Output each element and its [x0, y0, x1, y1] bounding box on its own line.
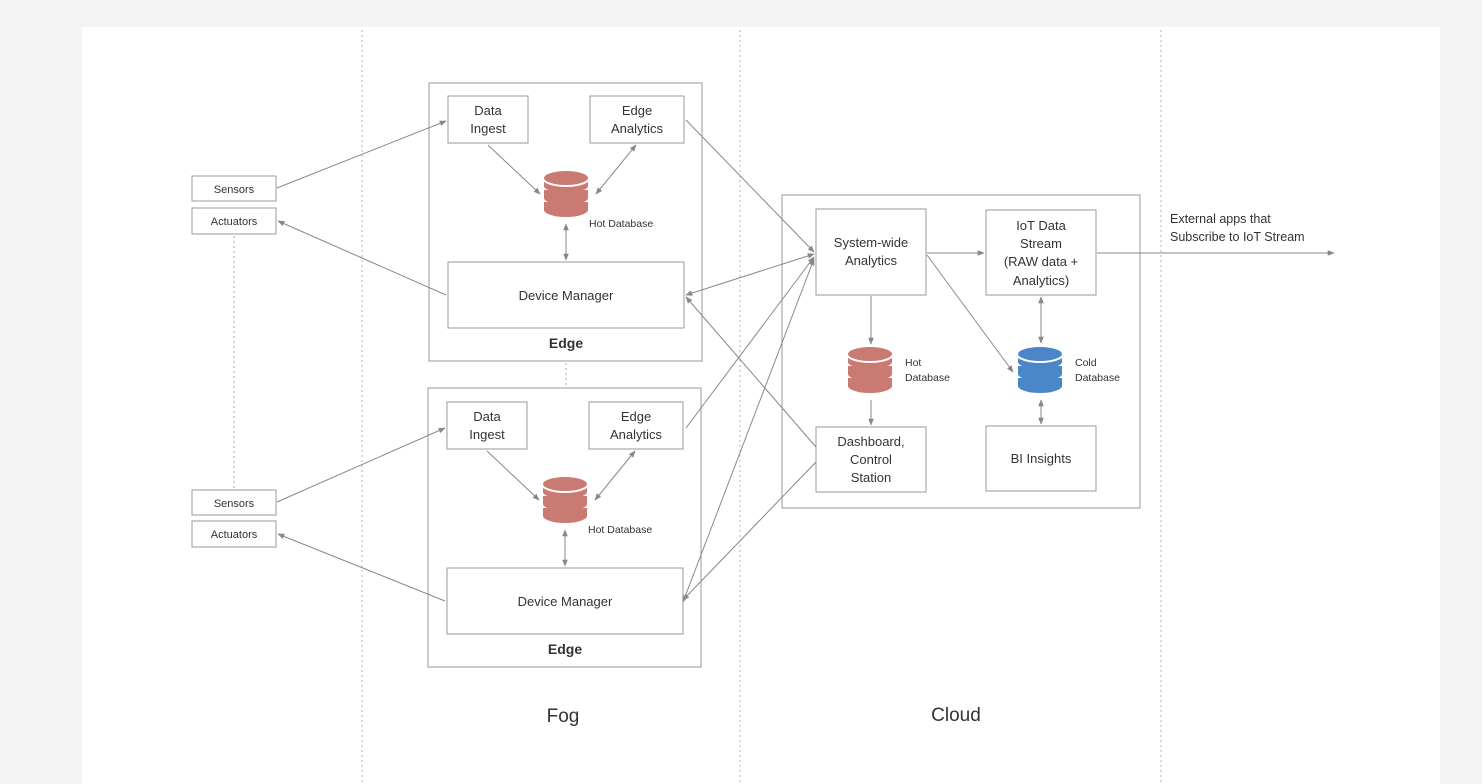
- system-wide-analytics-box: [815, 208, 927, 296]
- edge1-data-ingest-line2: Ingest: [470, 121, 506, 136]
- dm2-system-arrow: [682, 258, 815, 603]
- sensors-box-1: [191, 175, 277, 202]
- edge1-hot-database-label: Hot Database: [589, 218, 653, 230]
- db-analytics2-arrow: [594, 450, 636, 501]
- edge2-data-ingest-line2: Ingest: [469, 427, 505, 442]
- analytics1-to-system-arrow: [685, 119, 815, 253]
- ingest1-to-db-arrow: [487, 144, 541, 195]
- edge2-analytics-box: [588, 401, 684, 450]
- cold-db-line1: Cold: [1075, 357, 1097, 369]
- cloud-zone-label: Cloud: [931, 705, 981, 726]
- dashboard-to-dm1-arrow: [685, 296, 817, 448]
- actuators-label-1: Actuators: [211, 216, 258, 228]
- edge2-device-manager-box: [446, 567, 684, 635]
- sensors1-to-ingest-arrow: [276, 120, 447, 189]
- cloud-hot-db-line1: Hot: [905, 357, 921, 369]
- dashboard-line1: Dashboard,: [837, 434, 904, 449]
- ingest2-to-db-arrow: [486, 450, 540, 501]
- edge1-analytics-box: [589, 95, 685, 144]
- edge2-analytics-line2: Analytics: [610, 427, 663, 442]
- iot-stream-line1: IoT Data: [1016, 218, 1066, 233]
- db-analytics1-arrow: [595, 144, 637, 195]
- edge2-device-manager-label: Device Manager: [518, 594, 613, 609]
- external-apps-line2: Subscribe to IoT Stream: [1170, 230, 1305, 244]
- cloud-hot-db-line2: Database: [905, 372, 950, 384]
- dashboard-control-station-box: [815, 426, 927, 493]
- actuators-box-1: [191, 207, 277, 235]
- edge1-device-manager-label: Device Manager: [519, 288, 614, 303]
- edge1-hot-database-icon: [542, 169, 590, 219]
- edge1-title: Edge: [549, 335, 583, 351]
- cloud-hot-database-icon: [846, 345, 894, 395]
- sensors-box-2: [191, 489, 277, 516]
- edge1-analytics-line1: Edge: [622, 103, 652, 118]
- external-apps-line1: External apps that: [1170, 212, 1271, 226]
- iot-data-stream-box: [985, 209, 1097, 296]
- bi-insights-label: BI Insights: [1011, 451, 1072, 466]
- edge-1-container: [428, 82, 703, 362]
- edge1-data-ingest-line1: Data: [474, 103, 502, 118]
- sensors2-to-ingest-arrow: [276, 427, 446, 503]
- dm1-system-arrow: [685, 253, 815, 296]
- edge2-analytics-line1: Edge: [621, 409, 651, 424]
- system-analytics-line2: Analytics: [845, 253, 898, 268]
- system-to-colddb-arrow: [926, 254, 1014, 373]
- edge2-title: Edge: [548, 641, 582, 657]
- fog-zone-label: Fog: [547, 706, 580, 727]
- dashboard-line2: Control: [850, 452, 892, 467]
- edge2-hot-database-label: Hot Database: [588, 524, 652, 536]
- edge1-data-ingest-box: [447, 95, 529, 144]
- edge1-device-manager-box: [447, 261, 685, 329]
- dm2-to-actuators-arrow: [277, 533, 446, 602]
- dashboard-line3: Station: [851, 470, 891, 485]
- edge2-data-ingest-box: [446, 401, 528, 450]
- cold-db-line2: Database: [1075, 372, 1120, 384]
- iot-stream-line2: Stream: [1020, 236, 1062, 251]
- system-analytics-line1: System-wide: [834, 235, 908, 250]
- edge2-data-ingest-line1: Data: [473, 409, 501, 424]
- iot-stream-line4: Analytics): [1013, 273, 1069, 288]
- dashboard-to-dm2-arrow: [682, 461, 817, 601]
- edge2-hot-database-icon: [541, 475, 589, 525]
- sensors-label-1: Sensors: [214, 184, 255, 196]
- iot-stream-line3: (RAW data +: [1004, 254, 1078, 269]
- dotted-links: [233, 236, 567, 490]
- edge1-analytics-line2: Analytics: [611, 121, 664, 136]
- connection-arrows: [276, 119, 1335, 603]
- sensors-label-2: Sensors: [214, 498, 255, 510]
- actuators-label-2: Actuators: [211, 529, 258, 541]
- actuators-box-2: [191, 520, 277, 548]
- dm1-to-actuators-arrow: [277, 220, 447, 296]
- cold-database-icon: [1016, 345, 1064, 395]
- analytics2-to-system-arrow: [685, 256, 815, 429]
- bi-insights-box: [985, 425, 1097, 492]
